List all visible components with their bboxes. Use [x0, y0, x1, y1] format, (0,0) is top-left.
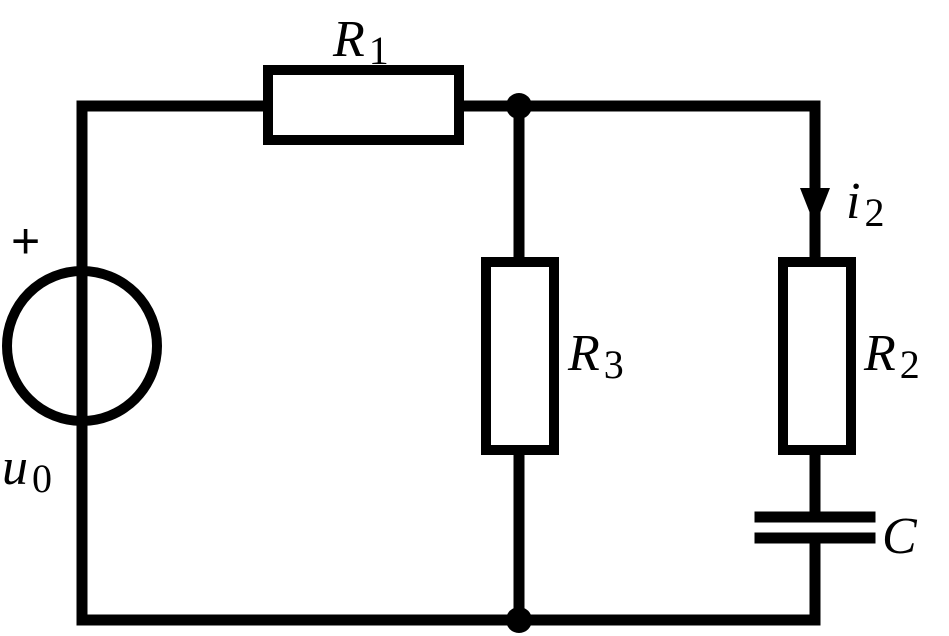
label-c-main: C: [882, 508, 918, 565]
resistor-r2: [778, 257, 856, 455]
label-c: C: [882, 508, 918, 565]
label-plus-sign: +: [11, 213, 40, 269]
junction-dot-top: [506, 93, 532, 119]
resistor-r3: [481, 257, 559, 455]
current-arrow-icon: [800, 188, 830, 226]
label-r2-main: R: [863, 325, 896, 382]
resistor-r1: [263, 65, 464, 145]
label-r2-sub: 2: [900, 342, 920, 387]
label-r1-main: R: [332, 11, 365, 68]
label-r3-sub: 3: [604, 342, 624, 387]
label-i2-sub: 2: [864, 190, 884, 235]
wires: [76, 100, 821, 626]
label-u0-main: u: [2, 439, 28, 496]
label-u0-sub: 0: [32, 456, 52, 501]
junction-dot-bottom: [506, 607, 532, 633]
label-r3-main: R: [567, 325, 600, 382]
label-r1-sub: 1: [369, 28, 389, 73]
capacitor-c: [754, 511, 876, 544]
label-i2-main: i: [846, 173, 860, 230]
